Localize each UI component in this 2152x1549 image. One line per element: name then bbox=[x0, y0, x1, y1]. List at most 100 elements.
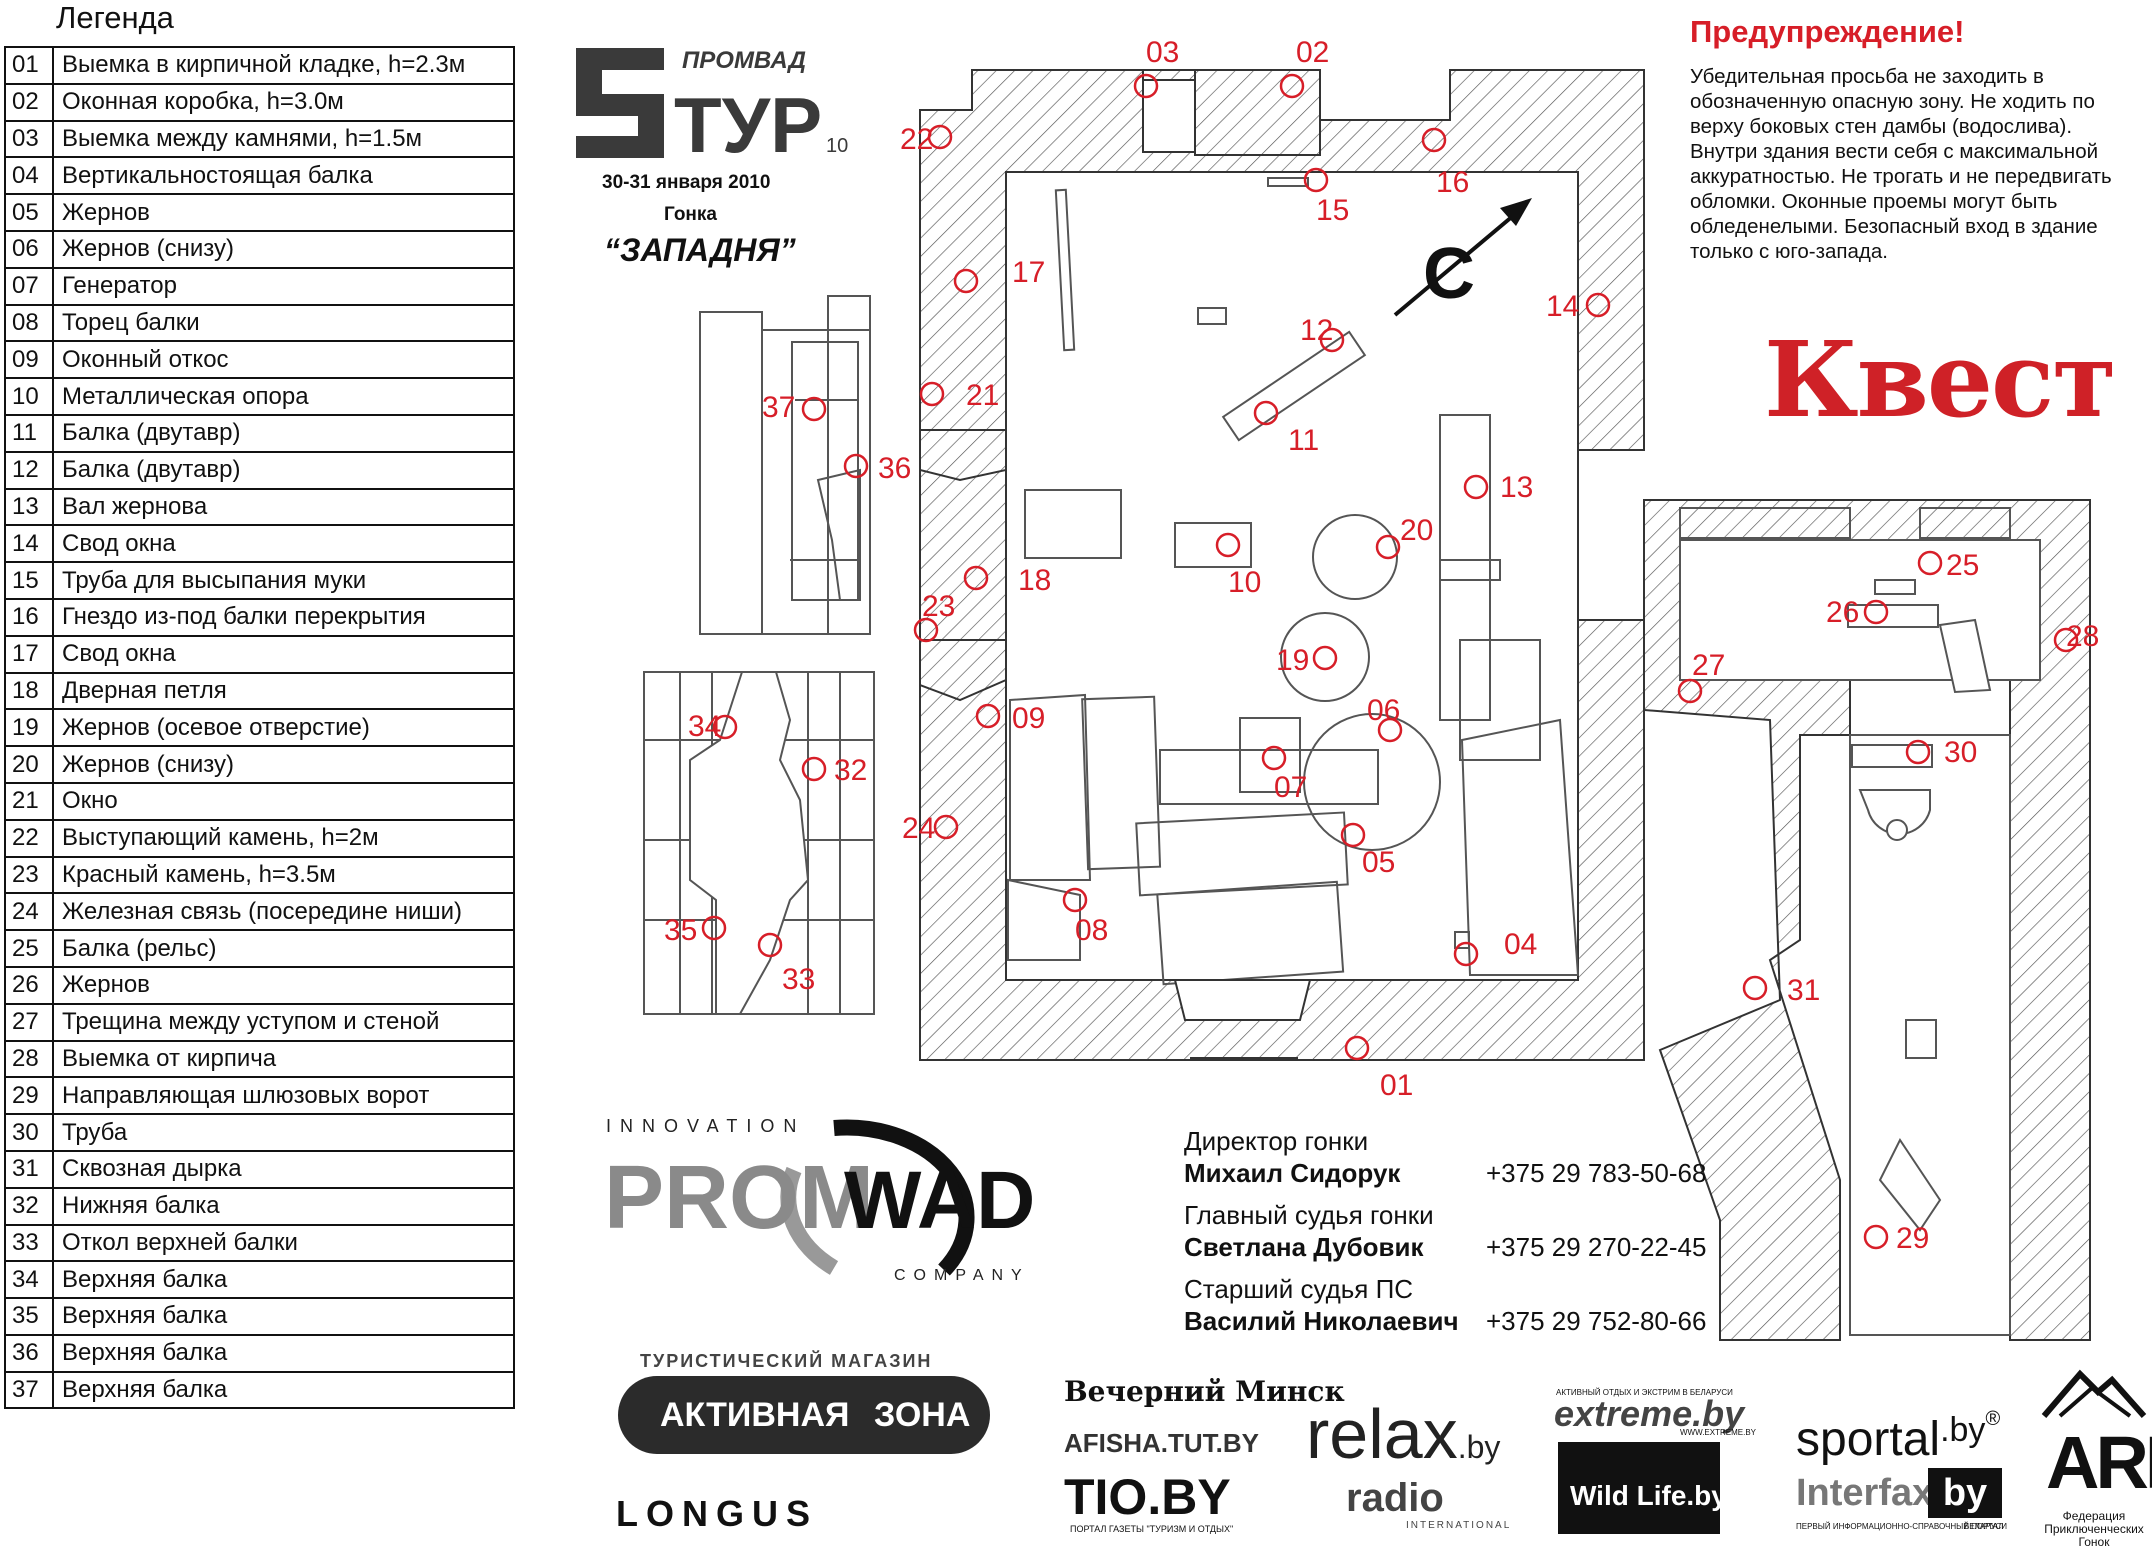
legend-number: 23 bbox=[4, 855, 54, 895]
legend-number: 12 bbox=[4, 450, 54, 490]
legend-number: 31 bbox=[4, 1149, 54, 1189]
legend-description: Металлическая опора bbox=[52, 377, 515, 416]
warning-line: Убедительная просьба не заходить в bbox=[1690, 65, 2044, 88]
contact-role: Главный судья гонки bbox=[1184, 1200, 1434, 1230]
marker-circle bbox=[913, 617, 939, 643]
warning-text: Убедительная просьба не заходить в обозн… bbox=[1690, 64, 2140, 264]
legend-description: Свод окна bbox=[52, 634, 515, 674]
marker-label: 22 bbox=[900, 123, 933, 156]
legend-description: Откол верхней балки bbox=[52, 1223, 515, 1263]
extreme-logo: extreme.by bbox=[1554, 1393, 1745, 1434]
marker-label: 09 bbox=[1012, 702, 1045, 735]
relax-suffix: .by bbox=[1457, 1429, 1501, 1465]
legend-description: Генератор bbox=[52, 266, 515, 306]
marker-label: 37 bbox=[762, 391, 795, 424]
arf-mountain-icon bbox=[2041, 1369, 2147, 1418]
marker-label: 04 bbox=[1504, 928, 1537, 961]
marker-label: 02 bbox=[1296, 36, 1329, 69]
legend-number: 07 bbox=[4, 266, 54, 306]
marker-circle bbox=[1062, 887, 1088, 913]
south-entrance bbox=[1173, 979, 1312, 1059]
radio-logo: radio bbox=[1346, 1476, 1444, 1520]
legend-number: 20 bbox=[4, 745, 54, 784]
marker-label: 15 bbox=[1316, 194, 1349, 227]
arf-caption: Федерация Приключенческих Гонок bbox=[2044, 1509, 2144, 1549]
marker-label: 01 bbox=[1380, 1069, 1413, 1102]
warning-line: верху боковых стен дамбы (водослива). bbox=[1690, 115, 2073, 138]
contact-name: Михаил Сидорук bbox=[1184, 1158, 1401, 1188]
marker-circle bbox=[1377, 717, 1403, 743]
promwad-word-right: WAD bbox=[844, 1155, 1035, 1246]
marker-circle bbox=[927, 124, 953, 150]
legend-number: 16 bbox=[4, 597, 54, 637]
legend-number: 01 bbox=[4, 46, 54, 85]
legend-number: 06 bbox=[4, 229, 54, 269]
legend-number: 33 bbox=[4, 1223, 54, 1263]
legend-title: Легенда bbox=[56, 0, 174, 35]
shop-caption: ТУРИСТИЧЕСКИЙ МАГАЗИН bbox=[640, 1351, 933, 1371]
legend-number: 19 bbox=[4, 708, 54, 748]
marker-label: 08 bbox=[1075, 914, 1108, 947]
marker-circle bbox=[1344, 1035, 1370, 1061]
warning-line: обозначенную опасную зону. Не ходить по bbox=[1690, 90, 2095, 113]
marker-label: 25 bbox=[1946, 549, 1979, 582]
legend-description: Выемка в кирпичной кладке, h=2.3м bbox=[52, 46, 515, 85]
legend-number: 17 bbox=[4, 634, 54, 674]
legend-number: 28 bbox=[4, 1039, 54, 1079]
annex-walls bbox=[1643, 499, 2091, 1341]
marker-label: 35 bbox=[664, 914, 697, 947]
marker-label: 33 bbox=[782, 963, 815, 996]
legend-number: 09 bbox=[4, 340, 54, 380]
marker-circle bbox=[2053, 627, 2079, 653]
promwad-bottom: COMPANY bbox=[894, 1267, 1030, 1284]
legend-number: 36 bbox=[4, 1333, 54, 1373]
legend-number: 02 bbox=[4, 82, 54, 122]
marker-label: 28 bbox=[2066, 620, 2099, 653]
legend-number: 11 bbox=[4, 413, 54, 453]
contact-phone: +375 29 270-22-45 bbox=[1486, 1232, 1707, 1262]
marker-circle bbox=[1585, 292, 1611, 318]
legend-number: 13 bbox=[4, 487, 54, 527]
contact-name: Светлана Дубовик bbox=[1184, 1232, 1424, 1262]
marker-label: 23 bbox=[922, 590, 955, 623]
marker-circle bbox=[1312, 645, 1338, 671]
wildlife-logo: Wild Life.by bbox=[1570, 1480, 1727, 1511]
marker-circle bbox=[1133, 73, 1159, 99]
marker-label: 05 bbox=[1362, 846, 1395, 879]
legend-description: Железная связь (посередине ниши) bbox=[52, 892, 515, 932]
warning-line: Внутри здания вести себя с максимальной bbox=[1690, 140, 2099, 163]
warning-line: обледенелыми. Безопасный вход в здание bbox=[1690, 215, 2098, 238]
sportal-logo: sportal.by® bbox=[1796, 1408, 2000, 1467]
tio-caption: ПОРТАЛ ГАЗЕТЫ "ТУРИЗМ И ОТДЫХ" bbox=[1070, 1524, 1234, 1534]
map-markers: 0102030405060708091011121314151617181920… bbox=[664, 36, 2099, 1255]
marker-circle bbox=[1863, 599, 1889, 625]
interfax-caption-2: БЕЛАРУСИ bbox=[1964, 1522, 2007, 1531]
marker-circle bbox=[1261, 745, 1287, 771]
marker-label: 20 bbox=[1400, 514, 1433, 547]
legend-number: 10 bbox=[4, 377, 54, 416]
marker-circle bbox=[1917, 550, 1943, 576]
marker-circle bbox=[1742, 975, 1768, 1001]
legend-description: Верхняя балка bbox=[52, 1333, 515, 1373]
legend-description: Выступающий камень, h=2м bbox=[52, 818, 515, 858]
marker-circle bbox=[1375, 534, 1401, 560]
marker-label: 19 bbox=[1276, 644, 1309, 677]
marker-circle bbox=[1215, 532, 1241, 558]
marker-circle bbox=[801, 396, 827, 422]
